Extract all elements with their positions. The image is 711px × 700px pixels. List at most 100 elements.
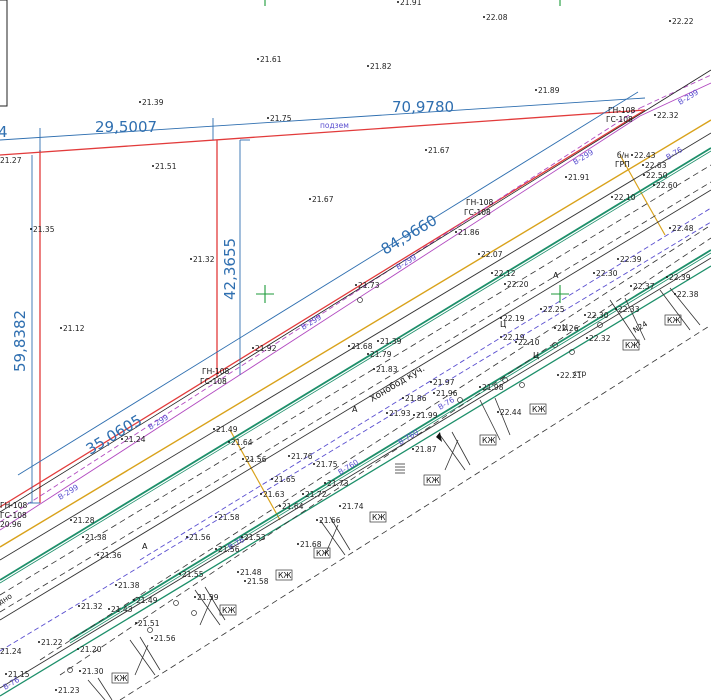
elevation-point: 21.32 (190, 255, 215, 264)
svg-text:ГН-108: ГН-108 (0, 501, 27, 510)
elevation-label: 22.43 (634, 151, 656, 160)
elevation-dot (642, 164, 644, 166)
elevation-label: 21.72 (305, 490, 327, 499)
elevation-label: 22.07 (481, 250, 503, 259)
elevation-dot (497, 411, 499, 413)
elevation-label: 21.82 (370, 62, 392, 71)
elevation-label: 21.68 (351, 342, 373, 351)
elevation-dot (271, 478, 273, 480)
elevation-dot (412, 448, 414, 450)
elevation-point: 22.19 (500, 333, 525, 342)
stair-block (395, 463, 405, 474)
elevation-point: 21.75 (313, 460, 338, 469)
svg-text:КЖ: КЖ (667, 316, 680, 325)
elevation-point: 21.20 (77, 645, 102, 654)
elevation-label: 21.86 (458, 228, 480, 237)
elevation-point: 21.15 (5, 670, 30, 679)
elevation-label: 22.38 (677, 290, 699, 299)
elevation-label: 21.93 (389, 409, 411, 418)
dim-left-height: 59,8382 (11, 310, 29, 372)
elevation-label: 21.49 (136, 596, 158, 605)
elevation-label: 21.56 (245, 455, 267, 464)
elevation-label: 21.35 (33, 225, 55, 234)
svg-text:ГС-108: ГС-108 (200, 377, 227, 386)
elevation-label: 21.51 (155, 162, 177, 171)
elevation-point: 22.60 (653, 181, 678, 190)
elevation-label: 21.39 (142, 98, 164, 107)
elevation-point: 21.64 (279, 502, 304, 511)
elevation-dot (586, 337, 588, 339)
elevation-dot (77, 648, 79, 650)
svg-text:КЖ: КЖ (114, 674, 127, 683)
elevation-point: 22.30 (593, 269, 618, 278)
elevation-dot (242, 458, 244, 460)
elevation-point: 21.38 (82, 533, 107, 542)
elevation-dot (611, 196, 613, 198)
elevation-label: 22.32 (589, 334, 611, 343)
elevation-label: 21.48 (240, 568, 262, 577)
elevation-dot (669, 227, 671, 229)
elevation-label: 21.97 (433, 378, 455, 387)
elevation-label: 21.63 (263, 490, 285, 499)
elevation-label: 21.51 (138, 619, 160, 628)
elevation-point: 20.96 (0, 520, 22, 529)
elevation-dot (260, 493, 262, 495)
elevation-label: 21.12 (63, 324, 85, 333)
elevation-point: 21.75 (267, 114, 292, 123)
elevation-point: 22.12 (491, 269, 516, 278)
elevation-dot (244, 580, 246, 582)
elevation-label: 21.56 (218, 545, 240, 554)
podzem-label: подзем (320, 121, 349, 130)
svg-text:А: А (352, 405, 358, 414)
elevation-label: 21.64 (231, 438, 253, 447)
elevation-dot (430, 381, 432, 383)
elevation-label: 22.20 (507, 280, 529, 289)
elevation-dot (241, 536, 243, 538)
elevation-label: 20.96 (0, 520, 22, 529)
road-corridor (0, 69, 711, 700)
elevation-point: 22.25 (540, 305, 565, 314)
elevation-point: 21.86 (402, 394, 427, 403)
elevation-point: 21.39 (377, 337, 402, 346)
elevation-dot (479, 386, 481, 388)
elevation-label: 21.67 (428, 146, 450, 155)
elevation-label: 21.24 (124, 435, 146, 444)
elevation-point: 21.68 (297, 540, 322, 549)
elevation-label: 21.91 (568, 173, 590, 182)
svg-text:ГС-108: ГС-108 (606, 115, 633, 124)
elevation-label: 21.89 (538, 86, 560, 95)
elevation-dot (257, 58, 259, 60)
elevation-label: 21.43 (111, 605, 133, 614)
svg-text:КЖ: КЖ (278, 571, 291, 580)
elevation-point: 22.10 (515, 338, 540, 347)
elevation-point: 21.99 (413, 411, 438, 420)
svg-text:olx.uz: olx.uz (600, 649, 674, 674)
elevation-dot (631, 154, 633, 156)
elevation-point: 22.63 (642, 161, 667, 170)
elevation-label: 22.39 (620, 255, 642, 264)
elevation-point: 21.53 (241, 533, 266, 542)
elevation-dot (194, 596, 196, 598)
elevation-point: 22.22 (669, 17, 694, 26)
elevation-point: 21.30 (79, 667, 104, 676)
elevation-dot (565, 176, 567, 178)
elevation-point: 21.86 (455, 228, 480, 237)
elevation-label: 22.19 (503, 333, 525, 342)
elevation-dot (402, 397, 404, 399)
elevation-point: 21.12 (60, 324, 85, 333)
elevation-point: 21.22 (38, 638, 63, 647)
elevation-dot (483, 16, 485, 18)
elevation-label: 21.56 (154, 634, 176, 643)
svg-text:б/н: б/н (617, 151, 629, 160)
elevation-label: 21.22 (41, 638, 63, 647)
elevation-label: 22.44 (500, 408, 522, 417)
svg-text:КЖ: КЖ (372, 513, 385, 522)
elevation-dot (115, 584, 117, 586)
elevation-label: 22.26 (557, 324, 579, 333)
elevation-label: 21.91 (400, 0, 422, 7)
elevation-label: 21.76 (291, 452, 313, 461)
elevation-label: 21.56 (189, 533, 211, 542)
elevation-point: 21.76 (288, 452, 313, 461)
elevation-point: 21.38 (115, 581, 140, 590)
